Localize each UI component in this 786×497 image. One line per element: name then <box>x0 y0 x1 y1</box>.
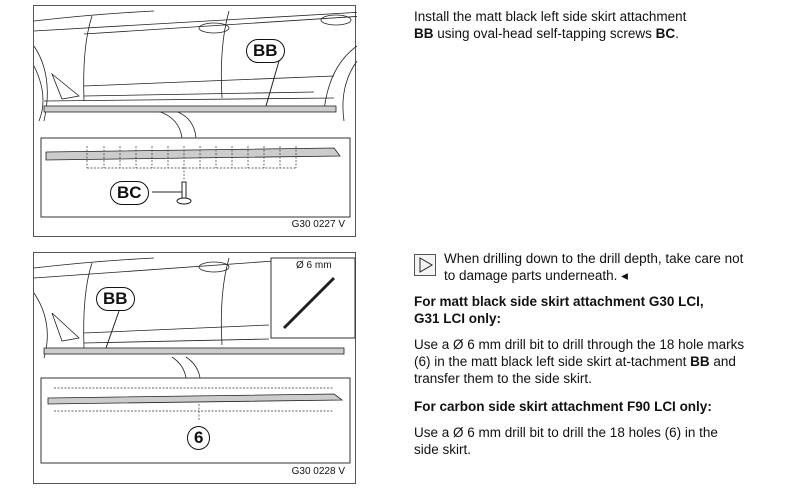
figure-side-skirt-install: BB BC G30 0227 V <box>33 5 357 237</box>
drill-size-label: Ø 6 mm <box>296 260 332 271</box>
figure-drill-holes: Ø 6 mm BB 6 G30 0228 V <box>33 252 356 484</box>
caution-note: When drilling down to the drill depth, t… <box>414 250 774 284</box>
callout-bc: BC <box>110 181 149 205</box>
section-heading-carbon: For carbon side skirt attachment F90 LCI… <box>414 399 712 414</box>
callout-6: 6 <box>187 426 211 450</box>
section-heading-matt: For matt black side skirt attachment G30… <box>414 294 704 326</box>
section-text-carbon: Use a Ø 6 mm drill bit to drill the 18 h… <box>414 425 718 457</box>
callout-bb: BB <box>246 39 285 63</box>
step-install-text: Install the matt black left side skirt a… <box>414 9 687 41</box>
callout-bb: BB <box>96 287 135 311</box>
figure-code: G30 0228 V <box>291 466 345 477</box>
car-side-drill-illustration <box>34 257 356 464</box>
note-triangle-icon <box>414 254 436 276</box>
figure-code: G30 0227 V <box>291 219 345 230</box>
note-text: When drilling down to the drill depth, t… <box>444 251 744 283</box>
section-text-matt: Use a Ø 6 mm drill bit to drill through … <box>414 337 745 386</box>
car-side-illustration <box>34 10 357 218</box>
